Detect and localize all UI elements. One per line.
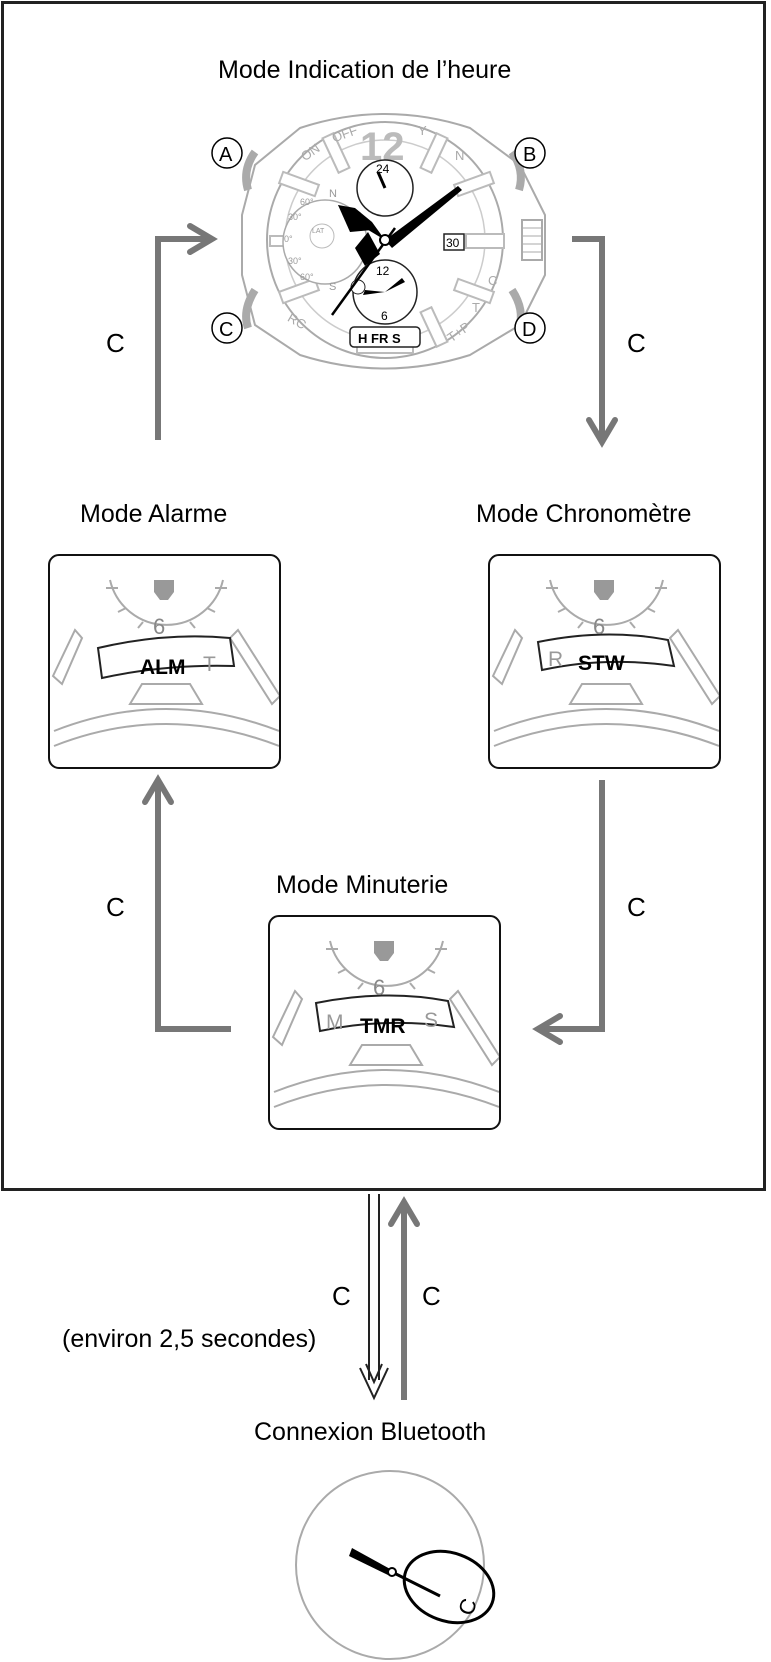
c-label-left-top: C	[106, 328, 125, 358]
title-timekeeping-mode: Mode Indication de l’heure	[218, 56, 512, 84]
svg-text:N: N	[329, 188, 337, 200]
c-label-right-bottom: C	[627, 892, 646, 922]
svg-text:60°: 60°	[300, 272, 314, 282]
alarm-dial-six: 6	[153, 614, 166, 639]
pusher-b-shape	[508, 149, 525, 192]
svg-text:D: D	[522, 319, 536, 341]
svg-text:6: 6	[381, 309, 388, 323]
bezel-t: T	[472, 300, 480, 315]
stopwatch-mode-window	[536, 633, 676, 672]
timer-window-left: M	[326, 1011, 344, 1034]
pusher-c-shape	[242, 287, 259, 330]
title-bluetooth-connection: Connexion Bluetooth	[254, 1418, 487, 1446]
bezel-c: C	[488, 273, 497, 288]
svg-text:B: B	[523, 144, 536, 166]
svg-text:30°: 30°	[288, 212, 302, 222]
bluetooth-dial	[295, 1470, 485, 1660]
arrow-stopwatch-to-timer-head	[532, 1013, 563, 1045]
mode-window-text: H FR S	[358, 331, 401, 346]
button-c-label: C	[211, 312, 243, 344]
svg-text:A: A	[219, 144, 233, 166]
c-label-bt-hold: C	[332, 1281, 351, 1311]
timer-mode-window	[314, 994, 456, 1033]
alarm-mode-panel: 6 ALM T	[48, 554, 281, 769]
svg-text:C: C	[219, 319, 233, 341]
stopwatch-dial-six: 6	[593, 614, 606, 639]
svg-text:30°: 30°	[288, 256, 302, 266]
svg-text:S: S	[329, 281, 336, 293]
date-window	[443, 233, 465, 251]
timer-mode-panel: 6 M TMR S	[268, 915, 501, 1130]
arrow-timer-to-alarm-head	[142, 774, 174, 805]
mode-window	[349, 326, 421, 348]
svg-text:12: 12	[376, 264, 390, 278]
arrow-stopwatch-to-timer	[540, 780, 605, 1032]
title-alarm-mode: Mode Alarme	[80, 500, 228, 528]
c-label-bt-return: C	[422, 1281, 441, 1311]
bezel-y: Y	[418, 123, 427, 138]
timer-dial-six: 6	[373, 975, 386, 1000]
arrow-alarm-to-timekeeping	[155, 236, 210, 440]
bezel-n: N	[455, 148, 464, 163]
button-a-label: A	[211, 137, 243, 169]
arrow-timekeeping-to-stopwatch-head	[586, 417, 618, 448]
pusher-a-shape	[242, 149, 259, 192]
arrow-timer-to-alarm	[155, 782, 231, 1032]
arrow-bt-hold	[359, 1194, 389, 1401]
bluetooth-c-highlight	[402, 1549, 496, 1625]
svg-text:0°: 0°	[284, 234, 293, 244]
bluetooth-hand	[349, 1548, 392, 1575]
svg-text:30: 30	[446, 236, 460, 250]
crown	[521, 219, 543, 261]
timer-window-right: S	[424, 1009, 439, 1032]
hold-duration-note: (environ 2,5 secondes)	[62, 1325, 317, 1353]
title-stopwatch-mode: Mode Chronomètre	[476, 500, 692, 528]
stopwatch-window-side: R	[548, 648, 564, 671]
button-d-label: D	[514, 312, 546, 344]
arrow-timekeeping-to-stopwatch	[572, 236, 605, 440]
mode-cycle-frame	[1, 1, 766, 1191]
c-label-left-bottom: C	[106, 892, 125, 922]
arrow-bt-return-head	[388, 1196, 420, 1227]
svg-text:60°: 60°	[300, 197, 314, 207]
button-b-label: B	[514, 137, 546, 169]
alarm-mode-window	[96, 635, 236, 680]
arrow-alarm-to-timekeeping-head	[187, 223, 218, 255]
svg-text:LAT: LAT	[312, 228, 325, 235]
stopwatch-mode-panel: 6 R STW	[488, 554, 721, 769]
title-timer-mode: Mode Minuterie	[276, 871, 449, 899]
alarm-window-text: ALM	[140, 656, 186, 679]
minute-hand	[385, 186, 462, 248]
timer-window-text: TMR	[360, 1015, 406, 1038]
alarm-window-side: T	[203, 653, 216, 676]
stopwatch-window-text: STW	[578, 652, 625, 675]
c-label-right-top: C	[627, 328, 646, 358]
